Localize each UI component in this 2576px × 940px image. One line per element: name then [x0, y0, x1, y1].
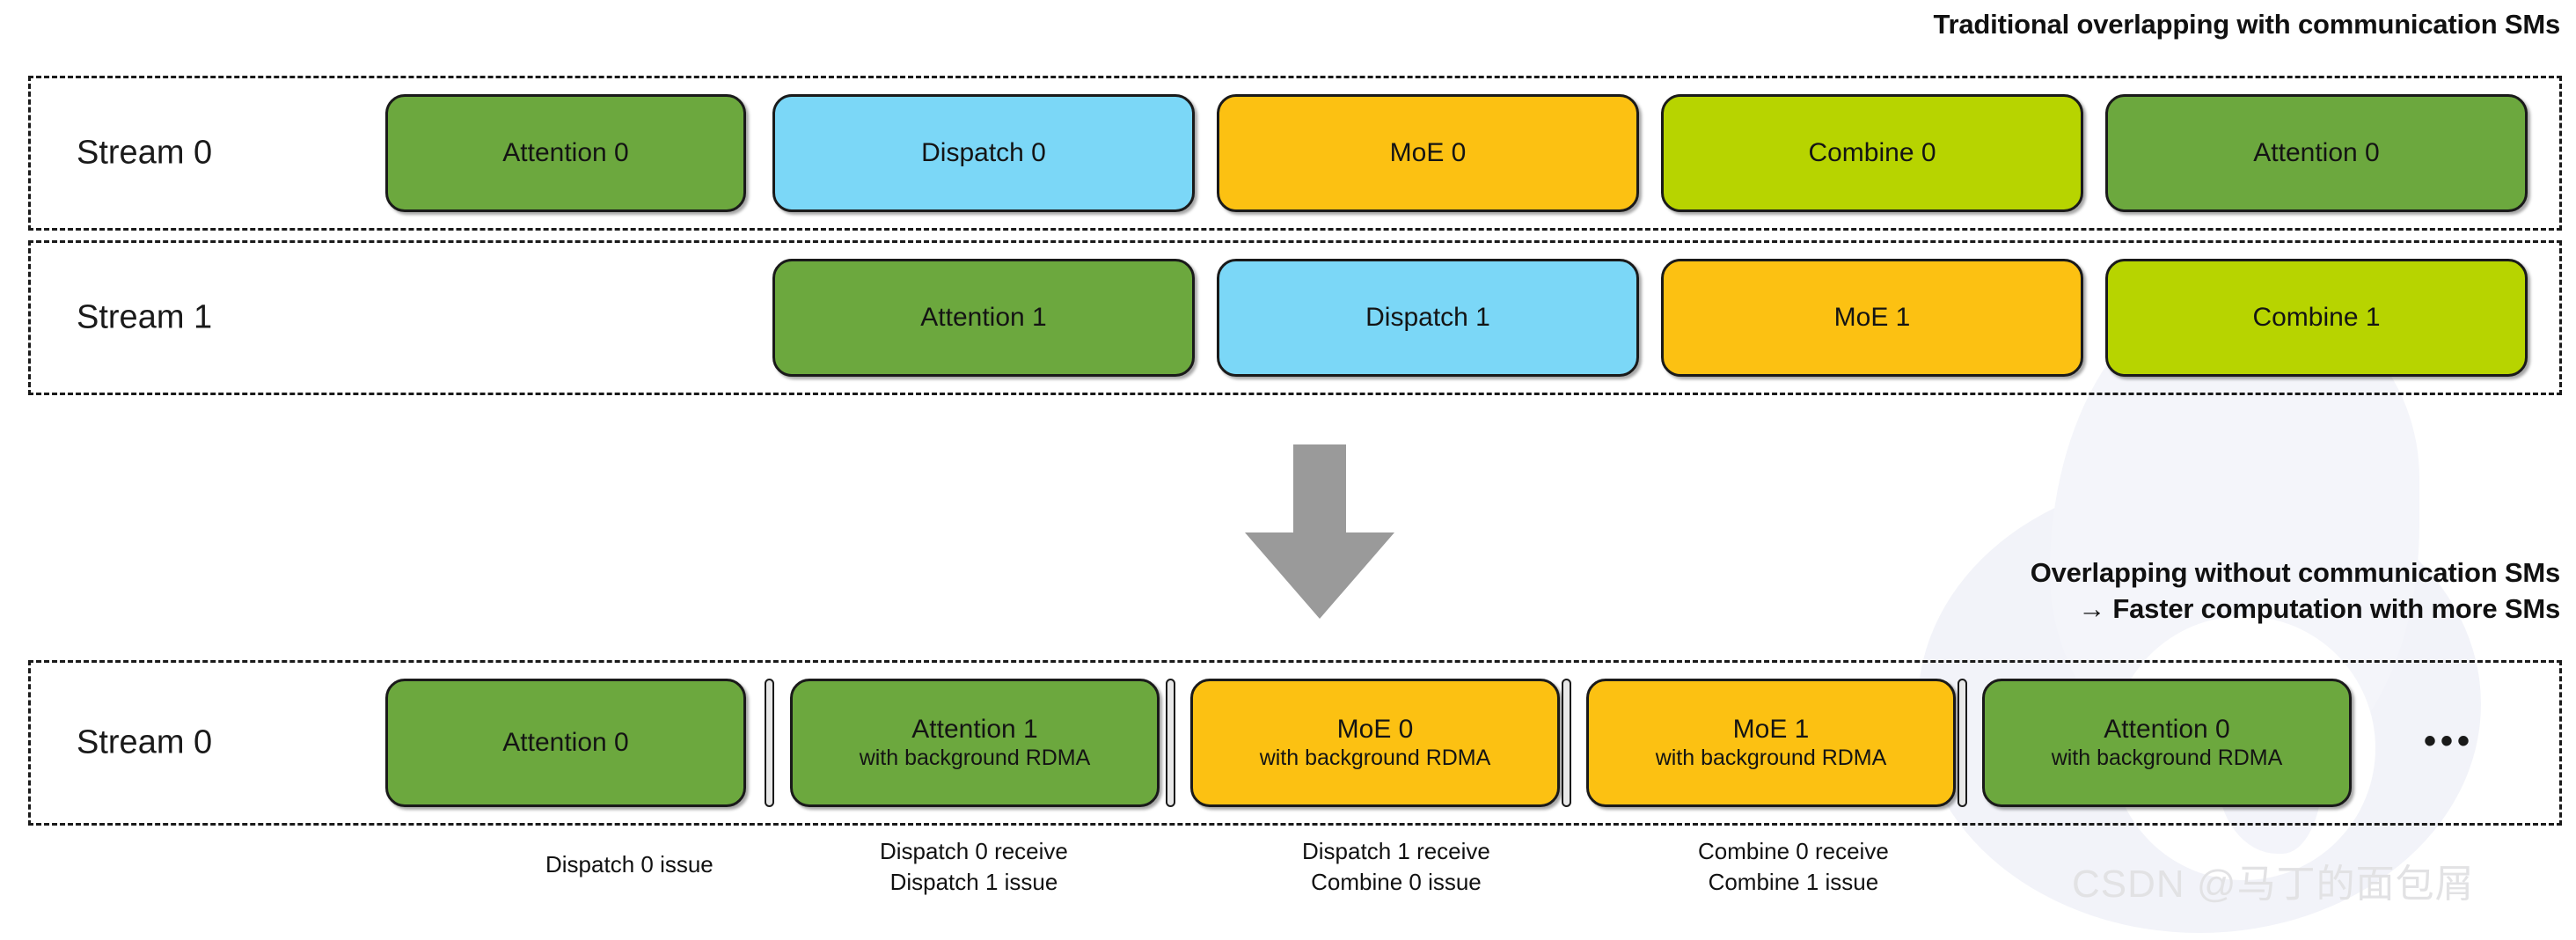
task-box-subtitle: with background RDMA	[2051, 745, 2283, 771]
heading-traditional-overlapping: Traditional overlapping with communicati…	[1933, 9, 2561, 40]
task-box-dispatch[interactable]: Dispatch 0	[772, 94, 1195, 212]
down-arrow-icon	[1245, 444, 1394, 619]
task-box-title: Combine 1	[2252, 303, 2381, 333]
task-box-attention[interactable]: Attention 0	[385, 94, 746, 212]
timeline-annotation: Dispatch 0 issue	[545, 849, 714, 880]
heading-line-1: Overlapping without communication SMs	[2030, 557, 2561, 588]
task-box-title: Combine 0	[1808, 138, 1936, 168]
task-box-title: Attention 0	[2104, 714, 2230, 744]
heading-overlapping-without-sms: Overlapping without communication SMs → …	[2030, 554, 2561, 627]
task-box-title: Attention 0	[2253, 138, 2380, 168]
task-box-combine[interactable]: Combine 1	[2105, 259, 2528, 377]
task-box-title: MoE 1	[1833, 303, 1911, 333]
task-box-title: Attention 0	[502, 138, 629, 168]
task-separator	[1562, 679, 1571, 807]
task-separator	[1958, 679, 1967, 807]
heading-line-2: → Faster computation with more SMs	[2078, 593, 2560, 625]
csdn-watermark: CSDN @马丁的面包屑	[2072, 863, 2475, 906]
task-box-title: Dispatch 0	[921, 138, 1046, 168]
task-box-title: MoE 1	[1732, 714, 1810, 744]
task-box-moe[interactable]: MoE 1	[1661, 259, 2083, 377]
task-box-attention[interactable]: Attention 0	[2105, 94, 2528, 212]
annotation-line: Dispatch 0 receive	[880, 838, 1068, 864]
annotation-line: Dispatch 0 issue	[545, 851, 714, 878]
task-box-attention[interactable]: Attention 0	[385, 679, 746, 807]
task-box-combine[interactable]: Combine 0	[1661, 94, 2083, 212]
annotation-line: Combine 0 receive	[1698, 838, 1889, 864]
task-box-title: Attention 0	[502, 728, 629, 758]
annotation-line: Dispatch 1 receive	[1302, 838, 1490, 864]
task-box-moe[interactable]: MoE 0	[1217, 94, 1639, 212]
task-box-attention[interactable]: Attention 1	[772, 259, 1195, 377]
task-separator	[765, 679, 774, 807]
stream-row-top-0: Stream 0 Attention 0 Dispatch 0 MoE 0 Combi…	[28, 76, 2562, 231]
annotation-line: Combine 1 issue	[1708, 869, 1879, 896]
stream-label-0: Stream 0	[77, 134, 213, 172]
task-box-title: Dispatch 1	[1365, 303, 1490, 333]
stream-label-bottom: Stream 0	[77, 723, 213, 761]
annotation-line: Dispatch 1 issue	[889, 869, 1058, 896]
task-box-subtitle: with background RDMA	[1655, 745, 1887, 771]
task-box-dispatch[interactable]: Dispatch 1	[1217, 259, 1639, 377]
task-separator	[1166, 679, 1175, 807]
stream-label-1: Stream 1	[77, 298, 213, 336]
task-box-subtitle: with background RDMA	[859, 745, 1091, 771]
task-box-subtitle: with background RDMA	[1259, 745, 1491, 771]
task-box-title: MoE 0	[1389, 138, 1467, 168]
ellipsis-indicator: •••	[2424, 722, 2475, 760]
task-box-title: Attention 1	[911, 714, 1038, 744]
task-box-title: MoE 0	[1336, 714, 1414, 744]
task-box-title: Attention 1	[920, 303, 1047, 333]
annotation-line: Combine 0 issue	[1311, 869, 1482, 896]
stream-row-top-1: Stream 1 Attention 1 Dispatch 1 MoE 1 Combi…	[28, 240, 2562, 395]
